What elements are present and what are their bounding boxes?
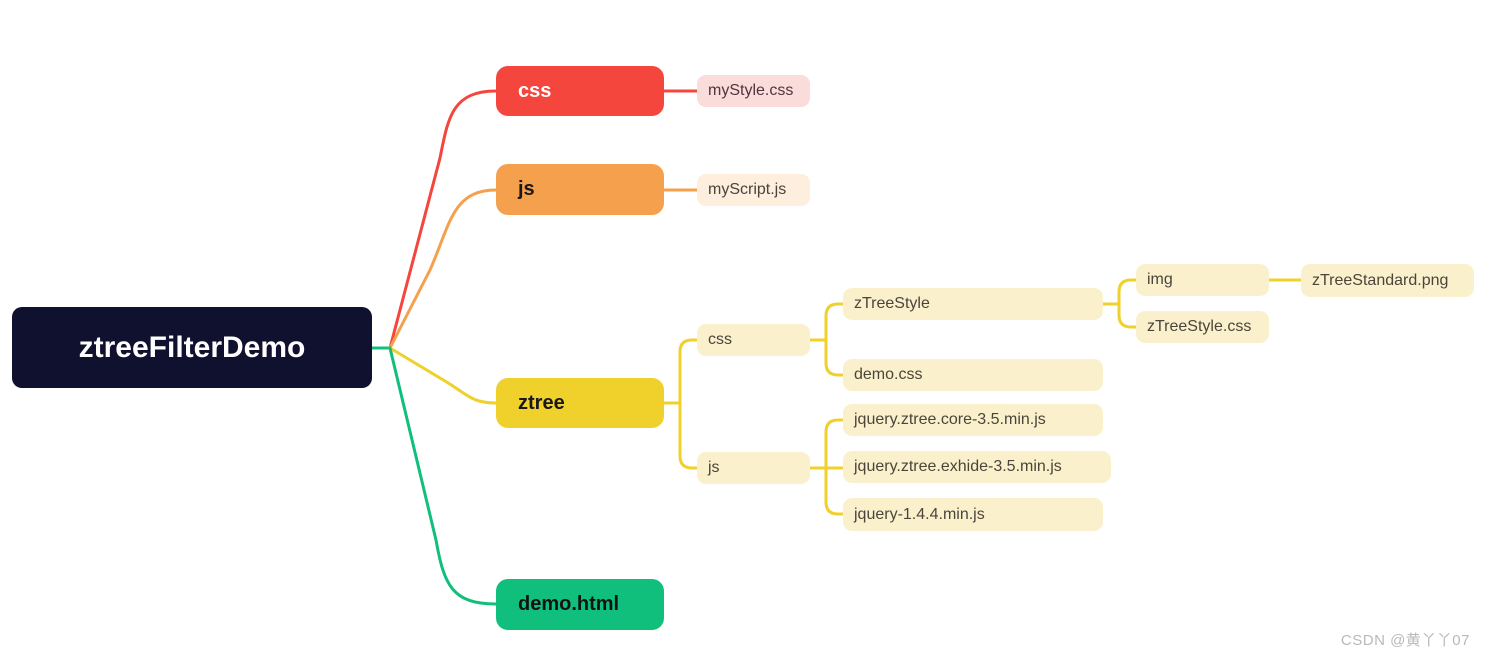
connector-root-demohtml (388, 346, 498, 606)
connector-ztreestyle-img (1117, 278, 1138, 306)
connector-ztree-jssub (678, 401, 699, 470)
node-ztreestyle-css-file[interactable]: zTreeStyle.css (1136, 311, 1269, 343)
node-img-folder[interactable]: img (1136, 264, 1269, 296)
node-js-folder[interactable]: js (496, 164, 664, 215)
node-jquery-144-file[interactable]: jquery-1.4.4.min.js (843, 498, 1103, 531)
connector-ztree-csssub (678, 338, 699, 405)
connector-csssub-democss (824, 338, 845, 377)
connector-root-css (388, 89, 498, 350)
connector-root-ztree (388, 346, 498, 405)
node-ztree-js-subfolder[interactable]: js (697, 452, 810, 484)
connector-jssub-jq144 (824, 466, 845, 516)
node-root-ztreefilterdemo[interactable]: ztreeFilterDemo (12, 307, 372, 388)
node-ztreestyle-folder[interactable]: zTreeStyle (843, 288, 1103, 320)
csdn-watermark: CSDN @黄丫丫07 (1340, 632, 1470, 649)
node-myscript-js-file[interactable]: myScript.js (697, 174, 810, 206)
connector-ztreestyle-css (1117, 302, 1138, 329)
node-css-folder[interactable]: css (496, 66, 664, 116)
connector-jssub-core (824, 418, 845, 470)
connector-csssub-ztreestyle (824, 302, 845, 342)
node-demo-css-file[interactable]: demo.css (843, 359, 1103, 391)
node-mystyle-css-file[interactable]: myStyle.css (697, 75, 810, 107)
node-ztree-css-subfolder[interactable]: css (697, 324, 810, 356)
node-jquery-ztree-exhide-file[interactable]: jquery.ztree.exhide-3.5.min.js (843, 451, 1111, 483)
node-demo-html-file[interactable]: demo.html (496, 579, 664, 630)
node-jquery-ztree-core-file[interactable]: jquery.ztree.core-3.5.min.js (843, 404, 1103, 436)
node-ztreestandard-png-file[interactable]: zTreeStandard.png (1301, 264, 1474, 297)
connector-ztree-subtree (662, 278, 1303, 516)
node-ztree-folder[interactable]: ztree (496, 378, 664, 428)
connector-root-js (388, 188, 498, 350)
